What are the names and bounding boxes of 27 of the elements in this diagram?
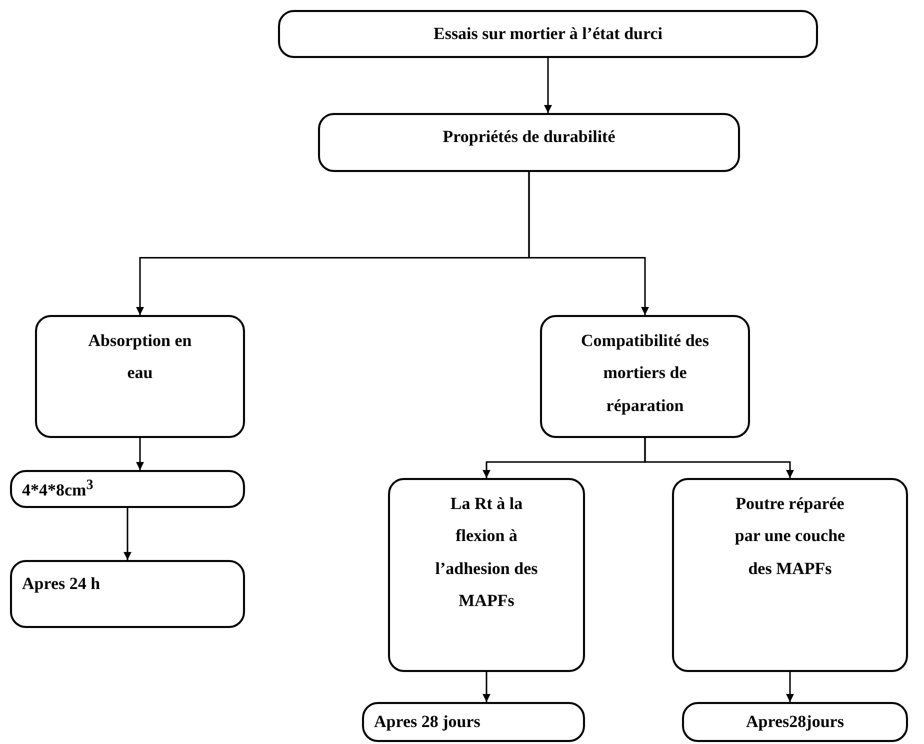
box-label: Absorption en eau — [87, 330, 193, 384]
box-label: 4*4*8cm$^{3}$ — [22, 476, 94, 502]
process-box — [540, 315, 750, 438]
box-label: La Rt à la flexion à l’adhesion des MAPFs — [434, 493, 539, 612]
process-box — [278, 10, 818, 58]
process-box — [10, 560, 245, 628]
box-label: Apres28jours — [746, 710, 844, 733]
box-label: Poutre réparée par une couche des MAPFs — [734, 493, 846, 580]
arrow — [786, 672, 794, 702]
arrow — [644, 438, 794, 478]
box-label: Apres 28 jours — [374, 710, 480, 733]
arrow — [124, 508, 132, 560]
process-box — [682, 702, 908, 742]
arrow — [136, 438, 144, 470]
box-label: Propriétés de durabilité — [442, 126, 616, 148]
arrow — [482, 672, 490, 702]
box-label: Apres 24 h — [22, 573, 100, 595]
arrow — [528, 172, 649, 315]
process-box — [35, 315, 245, 438]
process-box — [318, 113, 740, 172]
process-box — [362, 702, 585, 742]
box-label: Essais sur mortier à l’état durci — [433, 22, 662, 45]
box-label: Compatibilité des mortiers de réparation — [580, 330, 710, 417]
process-box — [388, 478, 585, 672]
arrow — [544, 58, 552, 113]
process-box — [672, 478, 908, 672]
process-box — [10, 470, 245, 508]
